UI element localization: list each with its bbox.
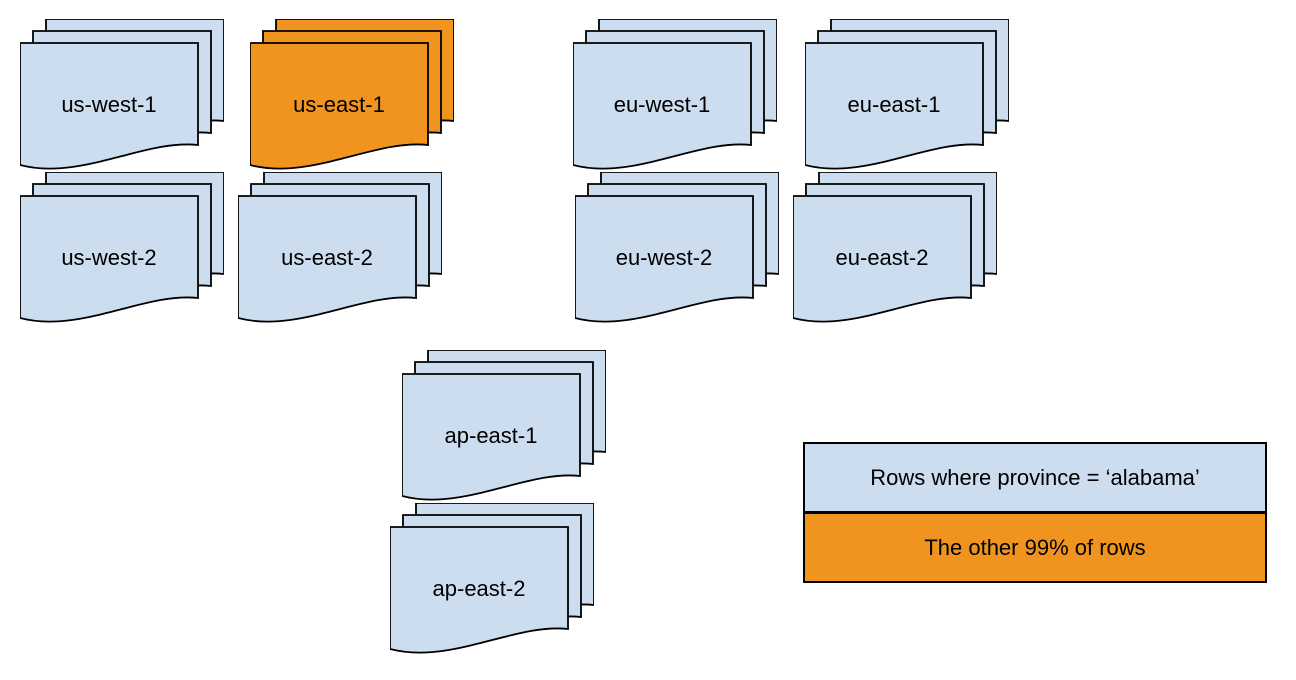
legend-item-label: The other 99% of rows — [924, 534, 1146, 560]
region-stack-us-west-2: us-west-2 — [20, 172, 224, 328]
legend-item-label: Rows where province = ‘alabama’ — [870, 464, 1200, 490]
region-stack-eu-west-1: eu-west-1 — [573, 19, 777, 175]
region-label: eu-east-2 — [835, 244, 929, 270]
region-label: us-east-1 — [293, 91, 385, 117]
region-label: ap-east-1 — [444, 422, 538, 448]
legend-item-other-rows: The other 99% of rows — [805, 514, 1265, 581]
region-stack-ap-east-1: ap-east-1 — [402, 350, 606, 506]
region-label: eu-east-1 — [847, 91, 941, 117]
region-stack-eu-west-2: eu-west-2 — [575, 172, 779, 328]
region-stack-us-east-1: us-east-1 — [250, 19, 454, 175]
region-label: us-west-1 — [61, 91, 157, 117]
region-stack-us-west-1: us-west-1 — [20, 19, 224, 175]
region-label: us-west-2 — [61, 244, 157, 270]
region-label: us-east-2 — [281, 244, 373, 270]
document-stack-icon — [250, 19, 454, 170]
region-label: eu-west-2 — [615, 244, 713, 270]
document-stack-icon — [805, 19, 1009, 170]
legend: Rows where province = ‘alabama’ The othe… — [803, 442, 1267, 583]
region-label: ap-east-2 — [432, 575, 526, 601]
document-stack-icon — [573, 19, 777, 170]
legend-item-alabama-rows: Rows where province = ‘alabama’ — [805, 444, 1265, 514]
document-stack-icon — [575, 172, 779, 323]
region-stack-eu-east-2: eu-east-2 — [793, 172, 997, 328]
region-stack-eu-east-1: eu-east-1 — [805, 19, 1009, 175]
document-stack-icon — [238, 172, 442, 323]
region-stack-ap-east-2: ap-east-2 — [390, 503, 594, 659]
region-label: eu-west-1 — [613, 91, 711, 117]
document-stack-icon — [20, 172, 224, 323]
document-stack-icon — [390, 503, 594, 654]
document-stack-icon — [20, 19, 224, 170]
document-stack-icon — [402, 350, 606, 501]
document-stack-icon — [793, 172, 997, 323]
region-stack-us-east-2: us-east-2 — [238, 172, 442, 328]
